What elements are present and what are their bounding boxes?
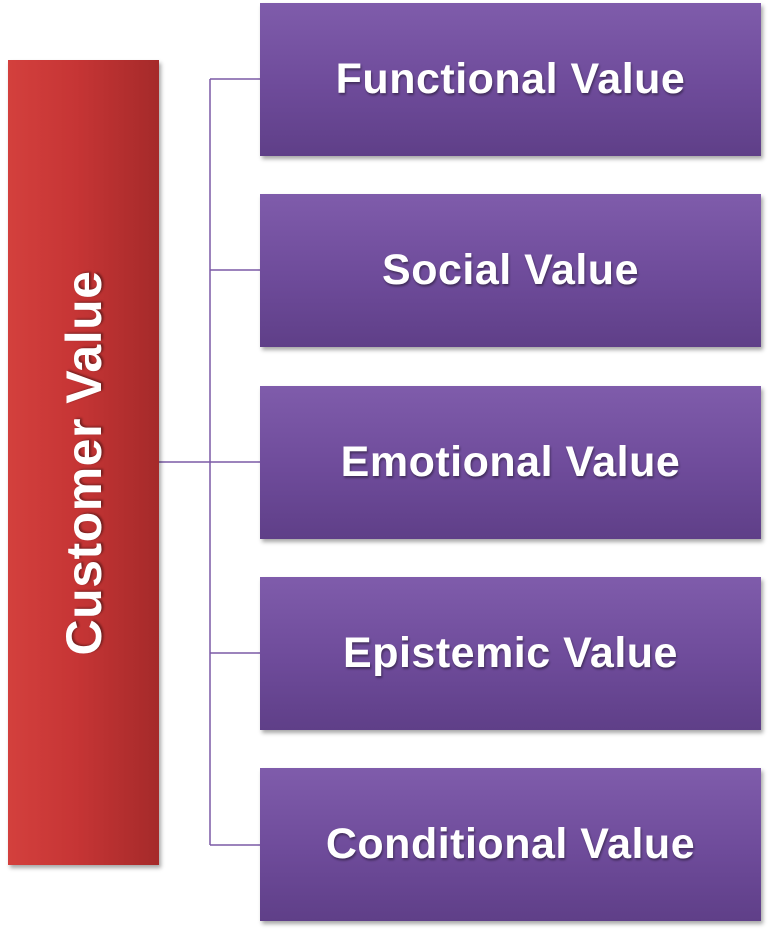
child-node-functional-value: Functional Value xyxy=(260,3,761,156)
child-node-epistemic-value: Epistemic Value xyxy=(260,577,761,730)
child-node-label: Social Value xyxy=(382,246,639,294)
child-node-label: Emotional Value xyxy=(340,438,681,486)
child-node-label: Functional Value xyxy=(335,55,686,103)
root-node-customer-value: Customer Value xyxy=(8,60,159,865)
child-node-label: Conditional Value xyxy=(325,820,696,868)
child-node-label: Epistemic Value xyxy=(343,629,678,677)
child-node-conditional-value: Conditional Value xyxy=(260,768,761,921)
child-node-social-value: Social Value xyxy=(260,194,761,347)
root-node-label: Customer Value xyxy=(55,270,112,655)
child-node-emotional-value: Emotional Value xyxy=(260,386,761,539)
